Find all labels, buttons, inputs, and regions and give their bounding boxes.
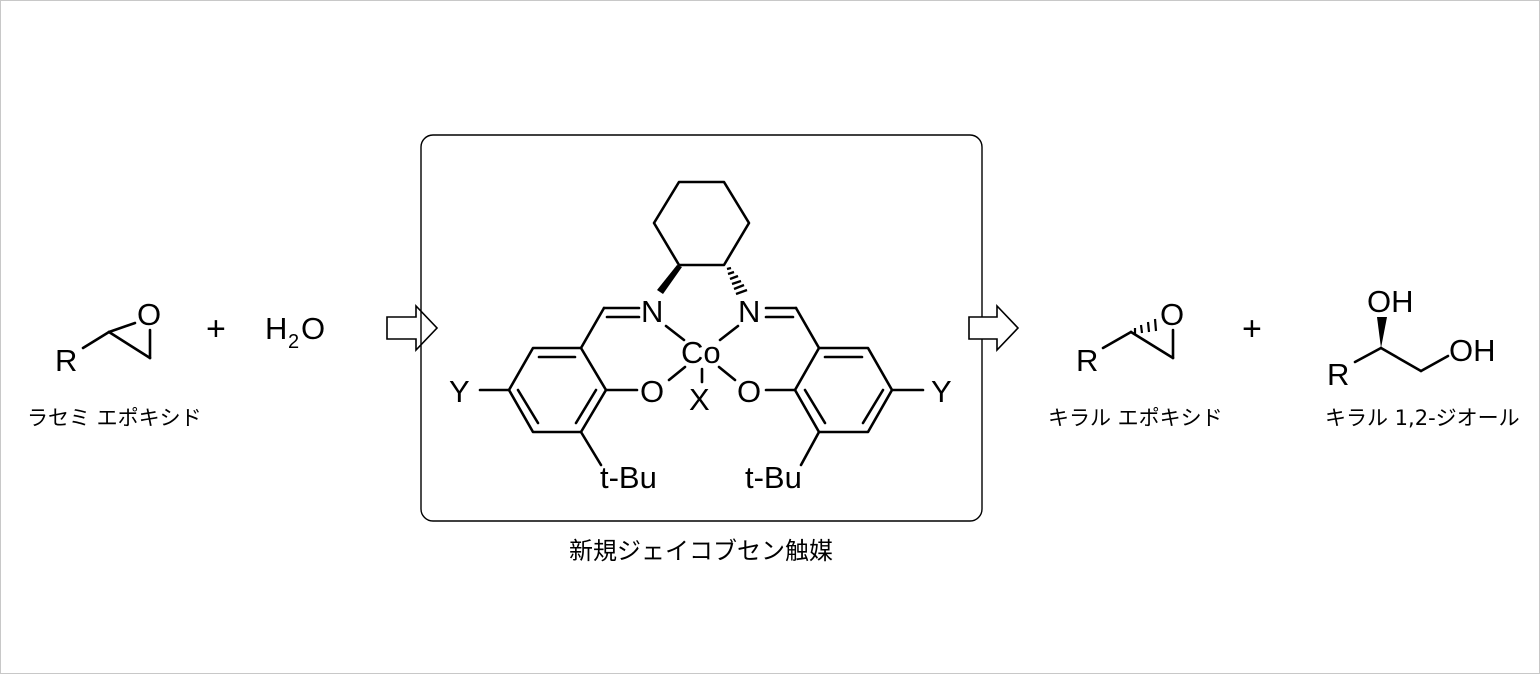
left-wedge-bond	[657, 265, 682, 294]
water-molecule: H 2 O	[265, 311, 325, 353]
right-ring-double-3	[861, 388, 885, 425]
reaction-arrow-icon	[386, 304, 439, 352]
product-plus-sign: +	[1242, 310, 1262, 348]
cobalt-center: Co	[681, 335, 721, 370]
axial-ligand-x: X	[689, 382, 710, 417]
epoxide-r-bond	[81, 330, 111, 350]
diol-coh-bond	[1419, 354, 1450, 373]
right-ring-double-2	[803, 388, 827, 425]
racemic-epoxide: R O ラセミ エポキシド	[27, 297, 202, 430]
racemic-epoxide-caption: ラセミ エポキシド	[27, 406, 202, 430]
diol-cc-bond	[1379, 346, 1423, 373]
water-o-label: O	[301, 311, 325, 346]
left-oxygen: O	[640, 374, 664, 409]
chiral-epoxide-o-label: O	[1160, 297, 1184, 332]
right-tbu-group: t-Bu	[745, 460, 802, 495]
left-ring-double-3	[516, 388, 540, 425]
chiral-epoxide-hash-bond	[1133, 318, 1158, 334]
o-co-bond-right	[717, 365, 737, 382]
water-h-label: H	[265, 311, 287, 346]
diol-oh-top: OH	[1367, 284, 1414, 319]
right-nitrogen: N	[738, 294, 760, 329]
diol-oh-right: OH	[1449, 333, 1496, 368]
o-co-bond-left	[667, 365, 687, 382]
chiral-diol-caption: キラル 1,2-ジオール	[1325, 406, 1520, 430]
n-co-bond-right	[718, 324, 740, 342]
right-y-substituent: Y	[931, 374, 952, 409]
left-ring-double-2	[574, 388, 598, 425]
diol-r-label: R	[1327, 357, 1349, 392]
cyclohexane-ring	[652, 180, 751, 267]
epoxide-o-label: O	[137, 297, 161, 332]
left-benzene-ring	[507, 346, 608, 434]
left-ch-bond	[579, 306, 606, 350]
epoxide-r-label: R	[55, 343, 77, 378]
chiral-epoxide-cc-bond	[1129, 330, 1175, 360]
water-subscript: 2	[288, 331, 299, 353]
chiral-epoxide-caption: キラル エポキシド	[1048, 406, 1223, 430]
left-tbu-group: t-Bu	[600, 460, 657, 495]
catalyst-caption: 新規ジェイコブセン触媒	[569, 537, 833, 565]
catalyst-structure: N N Co X O O Y Y t-Bu t-Bu	[449, 180, 952, 495]
epoxide-cc-bond	[107, 330, 152, 360]
n-co-bond-left	[664, 324, 686, 342]
left-y-substituent: Y	[449, 374, 470, 409]
diol-r-bond	[1353, 346, 1383, 364]
chiral-epoxide: R O キラル エポキシド	[1048, 297, 1223, 430]
right-hash-bond	[726, 266, 748, 296]
diol-wedge-bond	[1377, 317, 1387, 348]
chiral-diol: R OH OH キラル 1,2-ジオール	[1325, 284, 1520, 430]
reactant-plus-sign: +	[206, 310, 226, 348]
chiral-epoxide-r-label: R	[1076, 343, 1098, 378]
left-nitrogen: N	[641, 294, 663, 329]
left-tbu-bond	[579, 430, 603, 467]
right-oxygen: O	[737, 374, 761, 409]
right-tbu-bond	[799, 430, 821, 467]
catalyst-frame	[420, 134, 983, 522]
epoxide-co-bond	[107, 321, 137, 334]
product-arrow-icon	[968, 304, 1020, 352]
right-ch-bond	[794, 306, 821, 350]
right-benzene-ring	[793, 346, 894, 434]
chiral-epoxide-r-bond	[1101, 330, 1133, 350]
